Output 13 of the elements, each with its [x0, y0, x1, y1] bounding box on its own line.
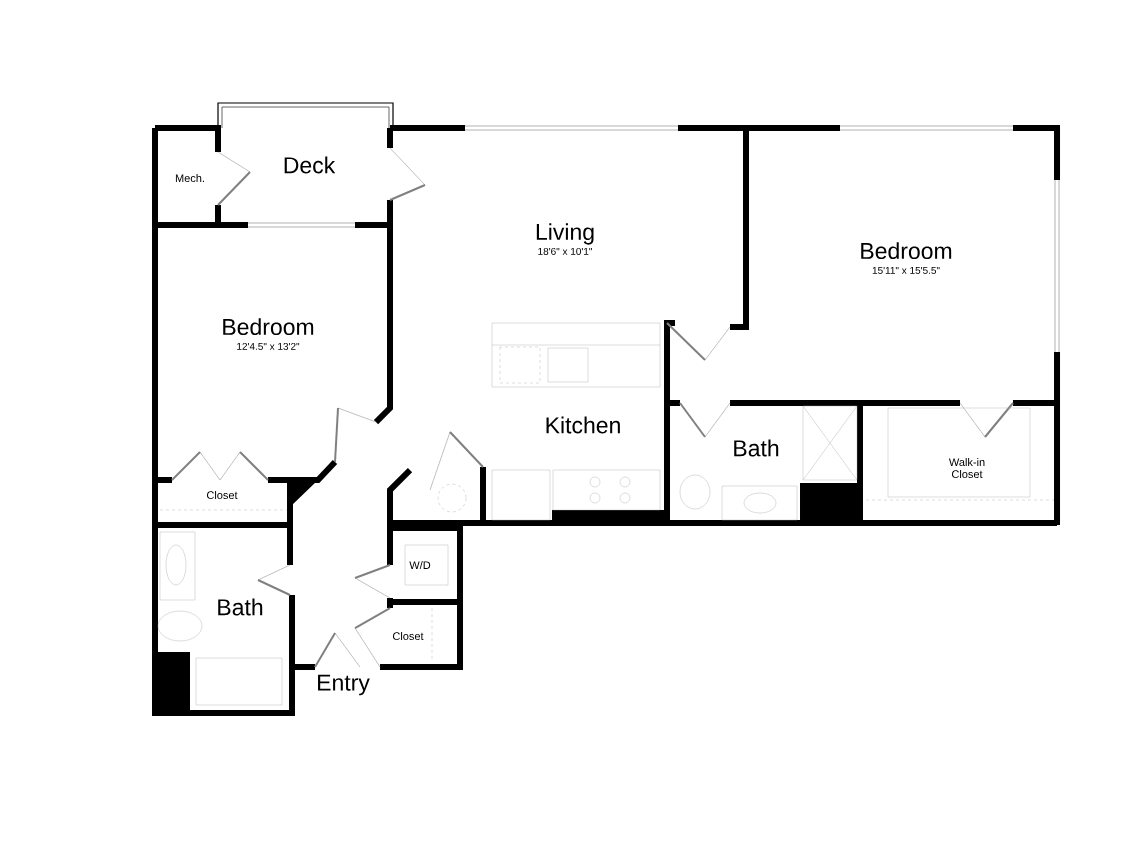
room-label: Closet — [393, 631, 424, 641]
room-label: Bedroom 12'4.5" x 13'2" — [223, 318, 314, 350]
room-label: Deck — [284, 156, 336, 174]
room-label: Bath — [218, 598, 263, 616]
room-label: Living 18'6" x 10'1" — [536, 223, 594, 255]
room-label: Bedroom 15'11" x 15'5.5" — [861, 242, 952, 274]
room-label: Closet — [207, 490, 238, 500]
room-label: W/D — [409, 560, 431, 570]
room-label: Mech. — [175, 173, 204, 183]
room-label: Walk-in Closet — [948, 457, 985, 479]
room-label: Bath — [734, 439, 779, 457]
room-label: Entry — [318, 674, 370, 696]
room-label: Kitchen — [546, 416, 620, 434]
